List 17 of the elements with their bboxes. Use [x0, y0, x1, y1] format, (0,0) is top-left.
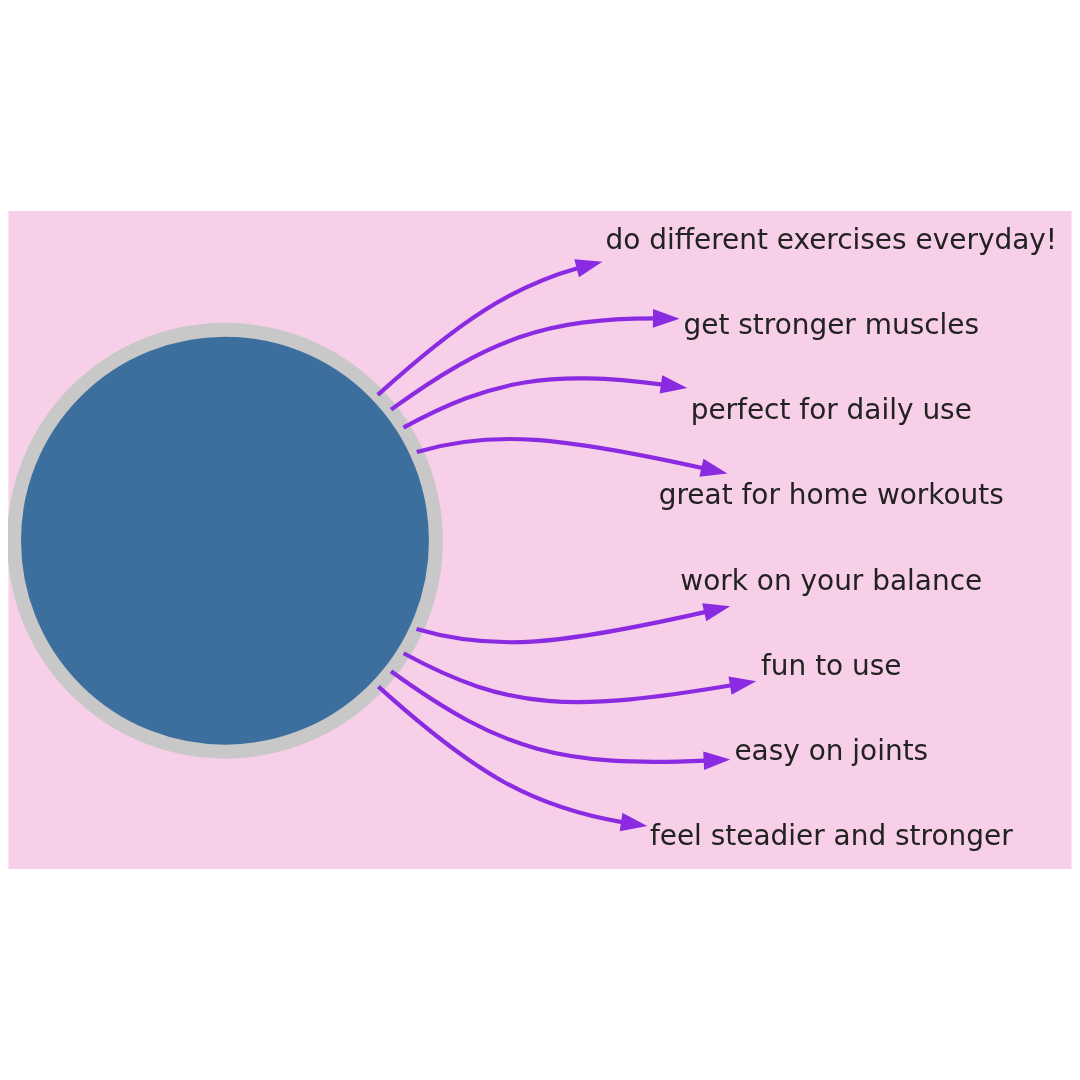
arrow	[377, 685, 648, 832]
node-text: fun to use	[761, 648, 902, 682]
node-text: great for home workouts	[658, 478, 1004, 512]
arrow	[415, 603, 731, 645]
arrow	[376, 259, 603, 397]
arrow	[389, 669, 731, 771]
node-text: feel steadier and stronger	[649, 819, 1013, 853]
arrow	[416, 436, 728, 477]
arrow	[402, 651, 757, 705]
node-circle	[8, 322, 443, 759]
arrow	[389, 309, 680, 412]
arrow	[402, 375, 688, 430]
node-text: get stronger muscles	[683, 307, 980, 341]
node-text: easy on joints	[734, 734, 929, 768]
node-text: perfect for daily use	[690, 393, 972, 427]
node-text: work on your balance	[680, 563, 983, 597]
node-text: do different exercises everyday!	[605, 222, 1058, 256]
